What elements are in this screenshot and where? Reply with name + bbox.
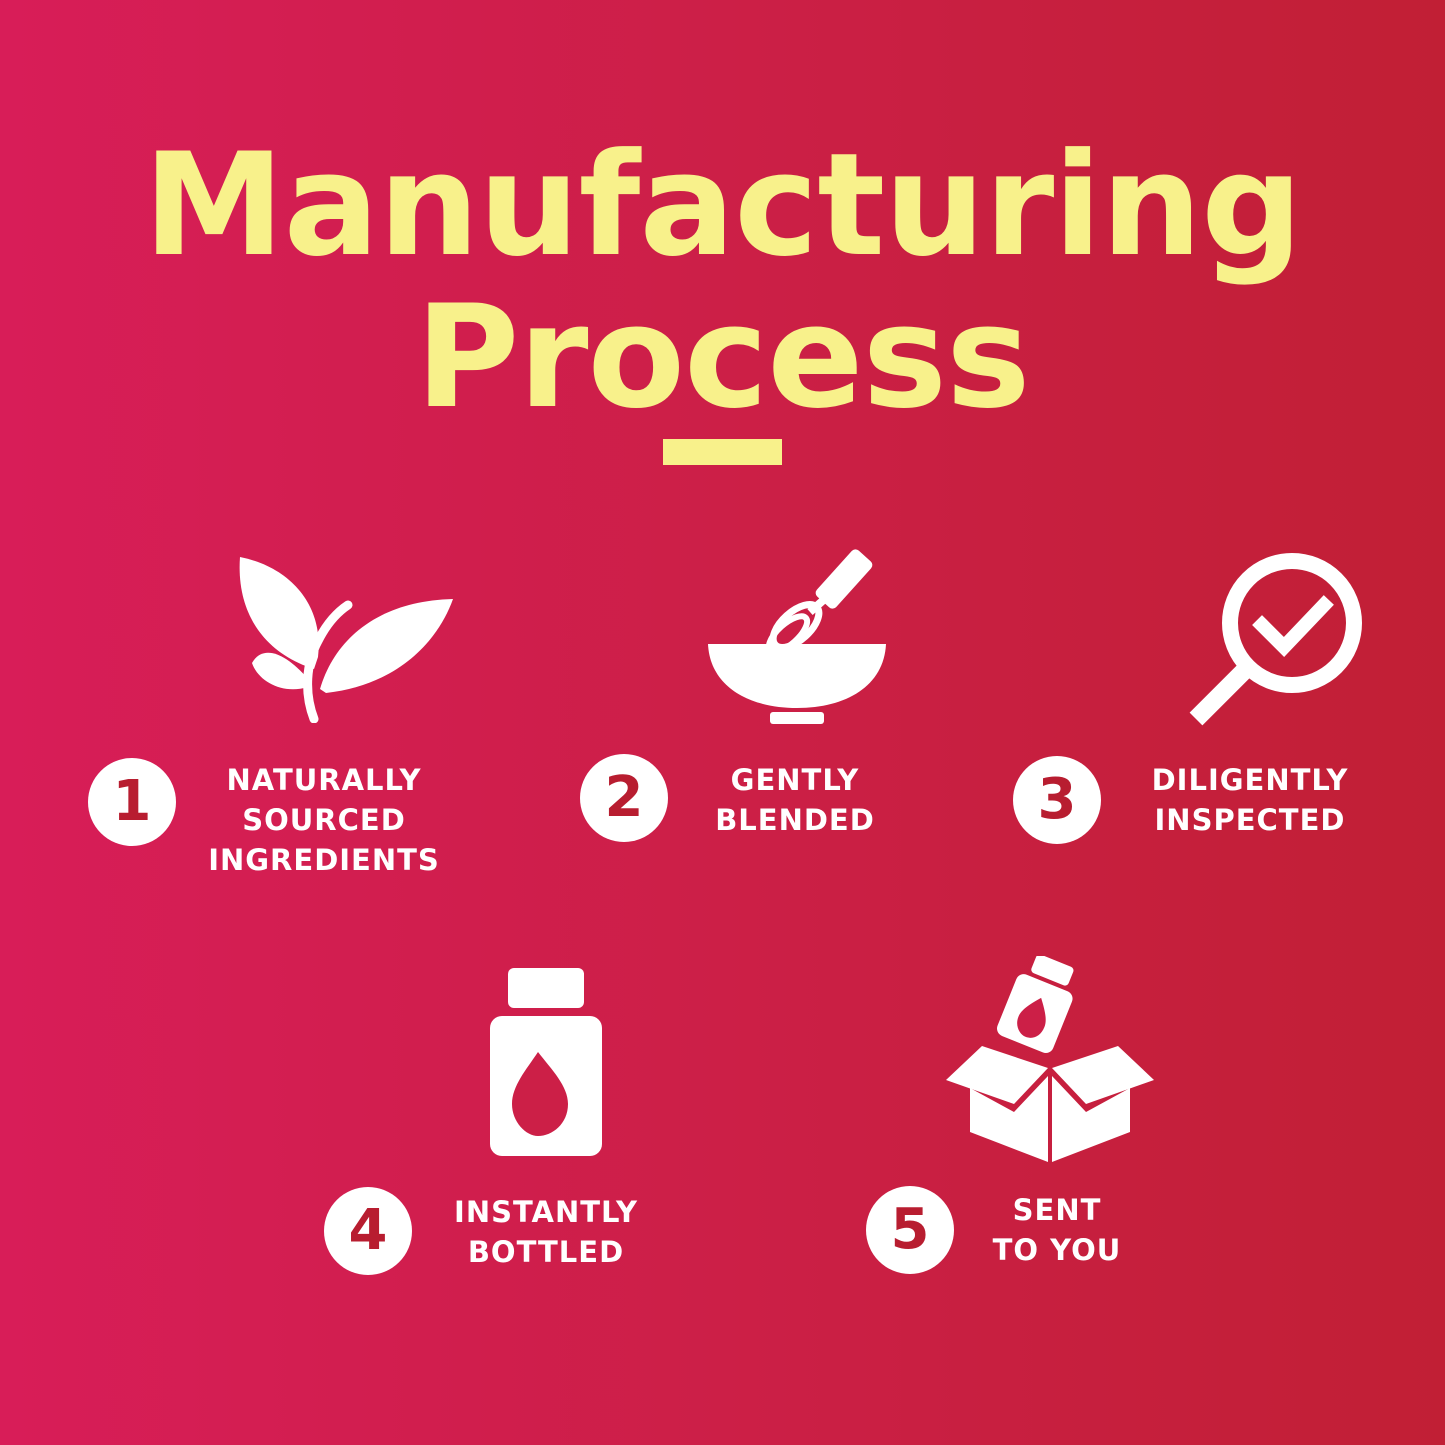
step-5-line-1: SENT xyxy=(1012,1193,1102,1227)
step-3-badge: 3 xyxy=(1013,756,1101,844)
title-divider xyxy=(663,439,782,465)
step-1-line-3: INGREDIENTS xyxy=(208,843,440,877)
mixing-bowl-whisk-icon xyxy=(708,549,886,724)
step-3-line-1: DILIGENTLY xyxy=(1151,763,1349,797)
step-5-badge: 5 xyxy=(866,1186,954,1274)
leaf-icon xyxy=(239,557,453,723)
step-4-line-2: BOTTLED xyxy=(467,1235,625,1269)
step-4-line-1: INSTANTLY xyxy=(454,1195,638,1229)
step-3-label: DILIGENTLY INSPECTED xyxy=(1130,760,1370,840)
step-1-line-2: SOURCED xyxy=(242,803,406,837)
step-5-line-2: TO YOU xyxy=(992,1233,1122,1267)
step-5-label: SENT TO YOU xyxy=(972,1190,1142,1270)
step-2-line-2: BLENDED xyxy=(715,803,875,837)
bottle-drop-icon xyxy=(490,968,602,1156)
magnifier-check-icon xyxy=(1189,553,1362,726)
box-bottle-icon xyxy=(946,956,1154,1162)
step-2-label: GENTLY BLENDED xyxy=(690,760,900,840)
step-4-label: INSTANTLY BOTTLED xyxy=(430,1192,662,1272)
step-2-badge: 2 xyxy=(580,754,668,842)
step-1-badge: 1 xyxy=(88,758,176,846)
title-line-1: Manufacturing xyxy=(143,123,1303,288)
title-line-2: Process xyxy=(415,275,1030,440)
page-title: Manufacturing Process xyxy=(0,130,1445,434)
step-4-badge: 4 xyxy=(324,1187,412,1275)
step-1-line-1: NATURALLY xyxy=(226,763,422,797)
step-1-label: NATURALLY SOURCED INGREDIENTS xyxy=(196,760,452,880)
step-2-line-1: GENTLY xyxy=(730,763,860,797)
step-3-line-2: INSPECTED xyxy=(1154,803,1346,837)
